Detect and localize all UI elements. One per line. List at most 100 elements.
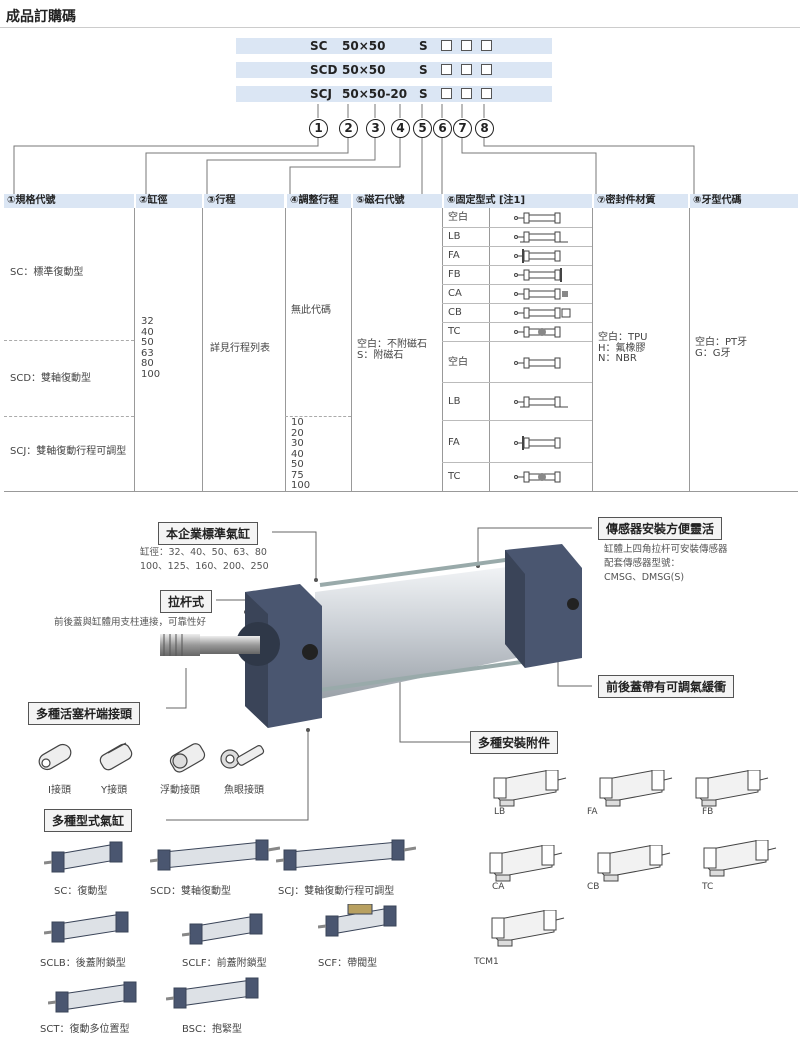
cylinder-type-sketch-sct: [48, 981, 137, 1013]
mount-sketch-ca: [514, 288, 568, 299]
col-header-spec: ①規格代號: [4, 194, 134, 208]
row-divider: [4, 416, 134, 417]
seal-options: 空白：TPU H：氟橡膠 N：NBR: [598, 332, 648, 364]
col-divider: [285, 208, 286, 492]
mount-option-fa: FA: [448, 437, 460, 448]
accessory-sketch-fb: [695, 770, 769, 807]
adjust-values: 10 20 30 40 50 75 100: [291, 417, 311, 491]
blank-box: [461, 88, 472, 99]
mount-option-fa: FA: [448, 249, 460, 261]
order-code-scj: SCJ 50×50-20 S: [236, 86, 552, 102]
cylinder-type-label-bsc: BSC：抱緊型: [182, 1024, 243, 1035]
blank-box: [481, 40, 492, 51]
multi-type-label: 多種型式氣缸: [44, 809, 133, 832]
mount-sketch-fb: [514, 267, 562, 282]
tie-rod-label: 拉杆式: [160, 590, 213, 613]
col-header-adjust: ④調整行程: [287, 194, 351, 208]
code-leader-lines: [13, 104, 695, 194]
col-divider: [202, 208, 203, 492]
cylinder-type-sketch-sclf: [182, 913, 263, 945]
magnet-code: S: [419, 39, 428, 53]
cylinder-illustration: [160, 544, 582, 728]
standard-cylinder-desc: 缸徑：32、40、50、63、80 100、125、160、200、250: [140, 547, 269, 572]
mount-sketch-tc: [514, 326, 561, 337]
col-header-thread: ⑧牙型代碼: [690, 194, 798, 208]
rod-end-type-floating: 浮動接頭: [160, 785, 200, 796]
accessory-sketch-cb: [597, 845, 671, 882]
page-title: 成品訂購碼: [6, 9, 76, 25]
magnet-code: S: [419, 63, 428, 77]
rod-end-type-y: Y接頭: [101, 785, 128, 796]
accessory-label-fa: FA: [587, 807, 598, 817]
cylinder-type-sketch-sc: [44, 841, 123, 873]
title-divider: [0, 27, 800, 28]
col-header-seal: ⑦密封件材質: [594, 194, 688, 208]
col-divider: [442, 208, 443, 492]
spec-sc: SC：標準復動型: [10, 267, 84, 278]
spec-scj: SCJ：雙軸復動行程可調型: [10, 446, 127, 457]
col-divider: [689, 208, 690, 492]
col-header-stroke: ③行程: [204, 194, 284, 208]
blank-box: [481, 88, 492, 99]
accessory-sketch-tc: [703, 840, 777, 877]
blank-box: [461, 64, 472, 75]
cushion-label: 前後蓋帶有可調氣緩衝: [598, 675, 735, 698]
circled-number-4: 4: [391, 119, 410, 138]
size-code: 50×50: [342, 63, 386, 77]
circled-number-5: 5: [413, 119, 432, 138]
mount-option-tc: TC: [448, 471, 461, 482]
series-code: SCD: [310, 63, 338, 77]
table-bottom-rule: [4, 491, 798, 492]
mount-option-lb: LB: [448, 230, 461, 242]
cylinder-type-sketch-sclb: [44, 911, 129, 943]
cylinder-type-sketch-scd: [150, 839, 280, 871]
sensor-desc: 缸體上四角拉杆可安裝傳感器 配套傳感器型號： CMSG、DMSG(S): [604, 544, 728, 583]
mount-row-rule: [442, 246, 592, 247]
tie-rod-desc: 前後蓋與缸體用支柱連接，可靠性好: [54, 617, 207, 628]
cylinder-type-label-scj: SCJ：雙軸復動行程可調型: [278, 886, 395, 897]
cylinder-type-label-sc: SC：復動型: [54, 886, 108, 897]
cylinder-type-label-sclb: SCLB：後蓋附鎖型: [40, 958, 126, 969]
blank-box: [481, 64, 492, 75]
size-code: 50×50-20: [342, 87, 408, 101]
mount-sketch-plain: [514, 357, 561, 368]
accessory-label-cb: CB: [587, 882, 600, 892]
mount-row-rule: [442, 382, 592, 383]
thread-options: 空白：PT牙 G：G牙: [695, 337, 748, 359]
bore-values: 32 40 50 63 80 100: [141, 316, 161, 380]
standard-cylinder-label: 本企業標準氣缸: [158, 522, 259, 545]
accessory-label-tc: TC: [702, 882, 714, 892]
row-divider: [285, 416, 351, 417]
circled-number-8: 8: [475, 119, 494, 138]
mount-sketch-fa: [514, 248, 561, 263]
mount-option-blank: 空白: [448, 356, 468, 368]
mount-row-rule: [442, 420, 592, 421]
rod-end-type-fisheye: 魚眼接頭: [224, 785, 264, 796]
col-divider: [351, 208, 352, 492]
circled-number-2: 2: [339, 119, 358, 138]
order-code-scd: SCD 50×50 S: [236, 62, 552, 78]
cylinder-type-label-sclf: SCLF：前蓋附鎖型: [182, 958, 267, 969]
rod-end-type-i: I接頭: [48, 785, 71, 796]
cylinder-type-sketch-bsc: [166, 977, 259, 1009]
col-header-bore: ②缸徑: [136, 194, 202, 208]
mount-sketch-plain: [514, 212, 561, 224]
mount-option-blank: 空白: [448, 212, 468, 223]
mount-option-tc: TC: [448, 325, 461, 337]
circled-number-7: 7: [453, 119, 472, 138]
sensor-label: 傳感器安裝方便靈活: [598, 517, 723, 540]
circled-number-1: 1: [309, 119, 328, 138]
col-divider: [489, 208, 490, 492]
mount-sketch-lb: [514, 231, 568, 242]
mount-sketch-fa: [514, 436, 561, 450]
cylinder-type-label-scd: SCD：雙軸復動型: [150, 886, 232, 897]
circled-number-6: 6: [433, 119, 452, 138]
series-code: SC: [310, 39, 328, 53]
mount-sketch-tc: [514, 471, 561, 483]
col-header-mount: ⑥固定型式 [注1]: [444, 194, 592, 208]
spec-scd: SCD：雙軸復動型: [10, 373, 92, 384]
blank-box: [441, 40, 452, 51]
size-code: 50×50: [342, 39, 386, 53]
cylinder-type-sketch-scj: [276, 839, 416, 871]
accessory-label-tcm1: TCM1: [474, 957, 499, 967]
